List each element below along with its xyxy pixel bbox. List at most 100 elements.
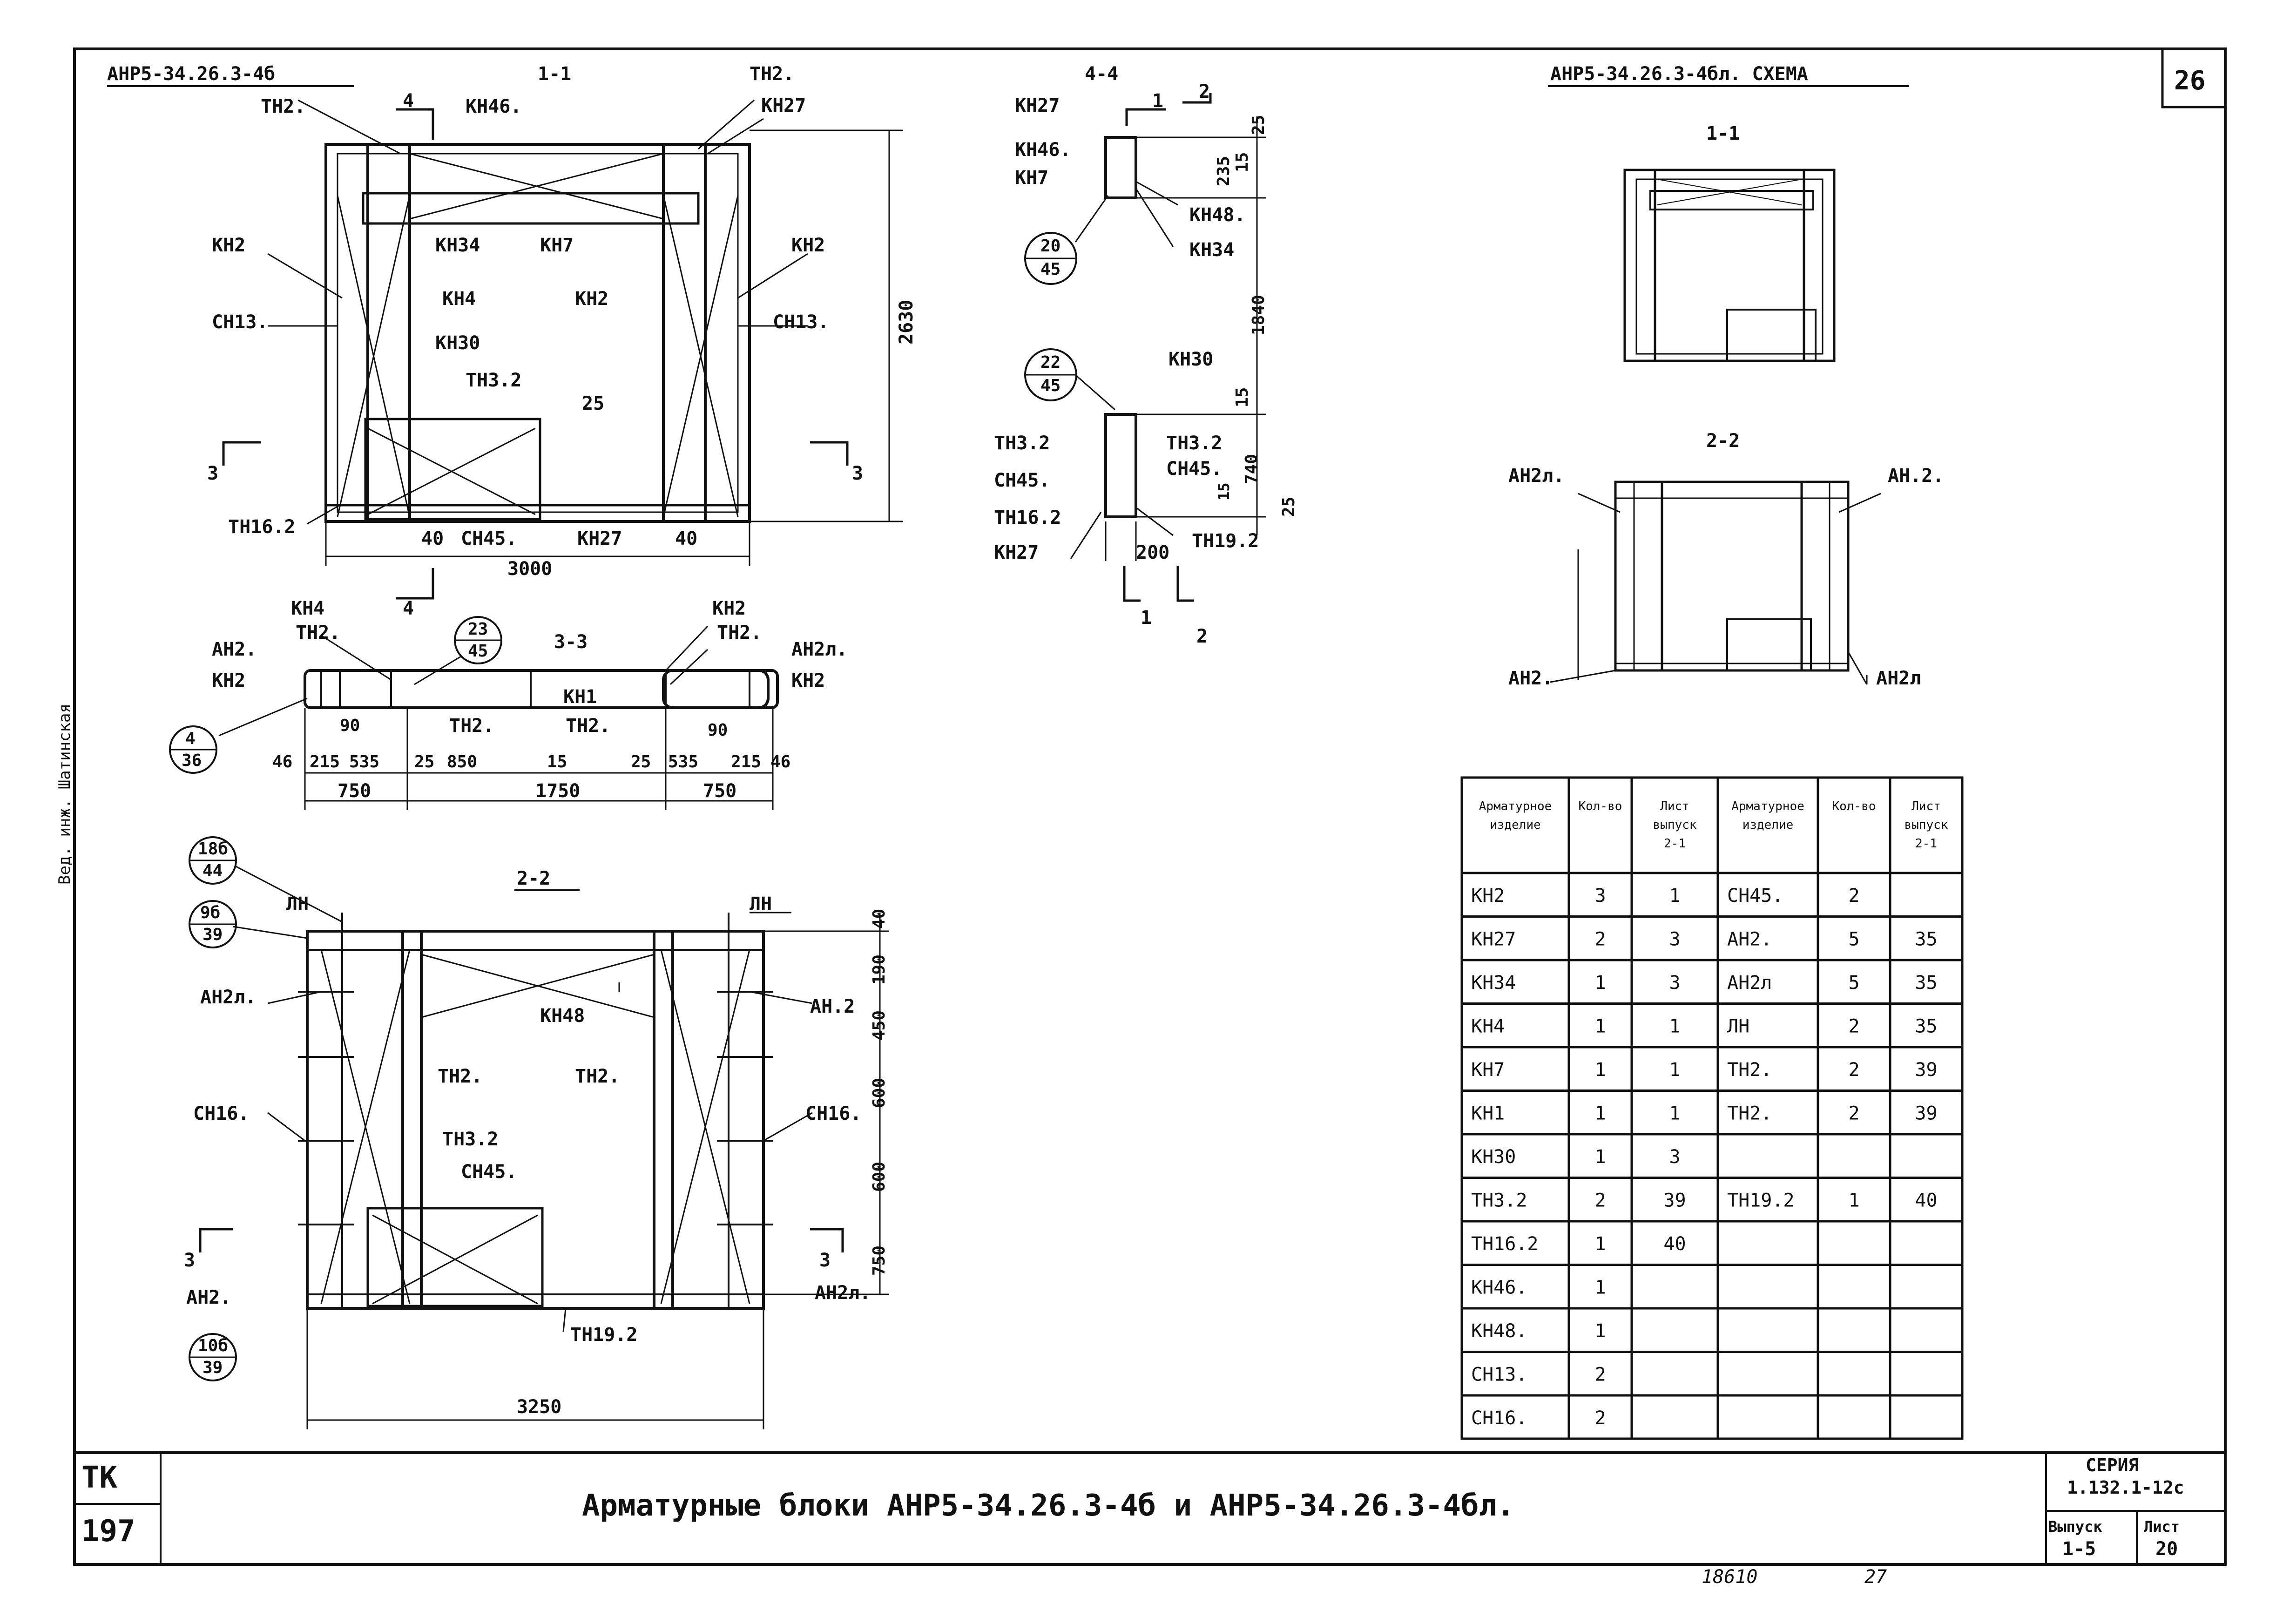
label-ch45-right-44: СН45.	[1166, 458, 1222, 480]
table-cell: 3	[1594, 885, 1606, 907]
dim-235: 235	[1214, 156, 1233, 186]
scheme-2-2-title: 2-2	[1706, 430, 1740, 452]
table-cell: 3	[1669, 929, 1680, 950]
label-ch45-left-44: СН45.	[994, 470, 1050, 491]
table-cell: КН34	[1471, 972, 1516, 994]
cut-2-44: 2	[1196, 626, 1208, 647]
dim-15: 15	[547, 752, 567, 771]
table-cell: 2	[1848, 1103, 1859, 1124]
circle-18-bot: 44	[203, 861, 223, 880]
dim-535a: 535	[349, 752, 379, 771]
table-cell: 1	[1594, 1016, 1606, 1037]
label-kn27-bot: КН27	[577, 528, 622, 549]
table-header-cell: Кол-во	[1579, 799, 1622, 813]
scheme-views	[1550, 169, 1881, 685]
scheme-1-1-title: 1-1	[1706, 123, 1740, 144]
scheme-title: АНР5-34.26.3-4бл. СХЕМА	[1550, 63, 1808, 85]
circle-22-top: 22	[1040, 353, 1060, 372]
issue-value: 1-5	[2062, 1538, 2096, 1560]
label-kn27-bot-44: КН27	[994, 542, 1039, 563]
circle-4-top: 4	[185, 729, 196, 748]
table-cell: 2	[1848, 1059, 1859, 1081]
spec-table	[1460, 776, 1964, 1440]
dim-40b: 40	[675, 528, 697, 549]
table-cell: 3	[1669, 972, 1680, 994]
label-ah2-left: АН2.	[186, 1287, 231, 1308]
label-kn2-left: КН2	[212, 235, 245, 256]
circle-10-bot: 39	[203, 1358, 223, 1377]
dim-190: 190	[870, 954, 889, 985]
section-2-2-title: 2-2	[517, 868, 550, 889]
label-kn2-b: КН2	[712, 598, 746, 619]
table-cell: 35	[1915, 972, 1937, 994]
dim-200: 200	[1136, 542, 1169, 563]
table-cell: СН13.	[1471, 1364, 1527, 1386]
circle-10-top: 10б	[198, 1336, 228, 1355]
table-cell: 1	[1669, 1103, 1680, 1124]
table-cell: 1	[1594, 1146, 1606, 1168]
section-3-3	[169, 616, 779, 810]
circle-18-top: 18б	[198, 839, 228, 859]
table-cell: 2	[1594, 1364, 1606, 1386]
dim-90b: 90	[708, 721, 728, 740]
section-2-2	[189, 836, 889, 1429]
cut-3-right: 3	[852, 463, 863, 484]
label-th2-left: ТН2.	[261, 96, 305, 117]
cut-4-top: 4	[403, 90, 414, 112]
table-cell: 35	[1915, 929, 1937, 950]
table-cell: 1	[1848, 1190, 1859, 1211]
main-mark-label: АНР5-34.26.3-4б	[107, 63, 275, 85]
label-th2-right-22: ТН2.	[575, 1066, 620, 1087]
label-kn2-right: КН2	[791, 235, 825, 256]
table-cell: 1	[1594, 1233, 1606, 1255]
label-th2-a: ТН2.	[296, 622, 340, 643]
label-th162: ТН16.2	[228, 516, 296, 538]
dim-1750: 1750	[535, 780, 580, 802]
label-th2-right: ТН2.	[750, 63, 794, 85]
table-cell: СН16.	[1471, 1407, 1527, 1429]
label-th32-22: ТН3.2	[442, 1129, 498, 1150]
label-kn46-44: КН46.	[1015, 139, 1071, 161]
label-kn30: КН30	[435, 332, 480, 354]
table-cell: КН4	[1471, 1016, 1505, 1037]
table-cell: 2	[1594, 929, 1606, 950]
sheet-title: Арматурные блоки АНР5-34.26.3-4б и АНР5-…	[582, 1489, 1515, 1523]
scheme-label-ah2: АН.2.	[1888, 465, 1944, 487]
tk-label: ТК	[81, 1461, 118, 1495]
table-cell: 1	[1669, 885, 1680, 907]
cut-3-right-22: 3	[819, 1250, 831, 1271]
label-ah2l-33: АН2л.	[791, 639, 847, 660]
table-header-cell: Кол-во	[1832, 799, 1876, 813]
table-cell: 5	[1848, 929, 1859, 950]
label-kn27-top: КН27	[761, 95, 806, 116]
table-cell: 1	[1669, 1059, 1680, 1081]
corner-number: 26	[2174, 66, 2205, 96]
table-cell: СН45.	[1727, 885, 1783, 907]
scheme-label-ah2l: АН2л.	[1508, 465, 1564, 487]
circle-23-bot: 45	[468, 642, 488, 661]
table-cell: ТН16.2	[1471, 1233, 1539, 1255]
dim-1-44: 1	[1152, 90, 1163, 112]
label-th2-b: ТН2.	[717, 622, 762, 643]
label-ah2-33: АН2.	[212, 639, 257, 660]
label-th32-right-44: ТН3.2	[1166, 433, 1222, 454]
table-cell: КН1	[1471, 1103, 1505, 1124]
label-th2-c: ТН2.	[449, 715, 494, 737]
dim-15-mid: 15	[1233, 387, 1252, 407]
cut-1-44: 1	[1141, 607, 1152, 629]
table-cell: ЛН	[1727, 1016, 1749, 1037]
dim-25a: 25	[414, 752, 434, 771]
series-label: СЕРИЯ	[2086, 1455, 2139, 1475]
dim-750a: 750	[338, 780, 371, 802]
label-ch13-right: СН13.	[773, 311, 829, 333]
label-ch16-left: СН16.	[193, 1103, 249, 1124]
circle-4-bot: 36	[182, 751, 202, 770]
dim-1840: 1840	[1249, 295, 1268, 335]
label-kn30-44: КН30	[1169, 349, 1213, 370]
label-ch16-right: СН16.	[805, 1103, 861, 1124]
label-kn34: КН34	[435, 235, 480, 256]
